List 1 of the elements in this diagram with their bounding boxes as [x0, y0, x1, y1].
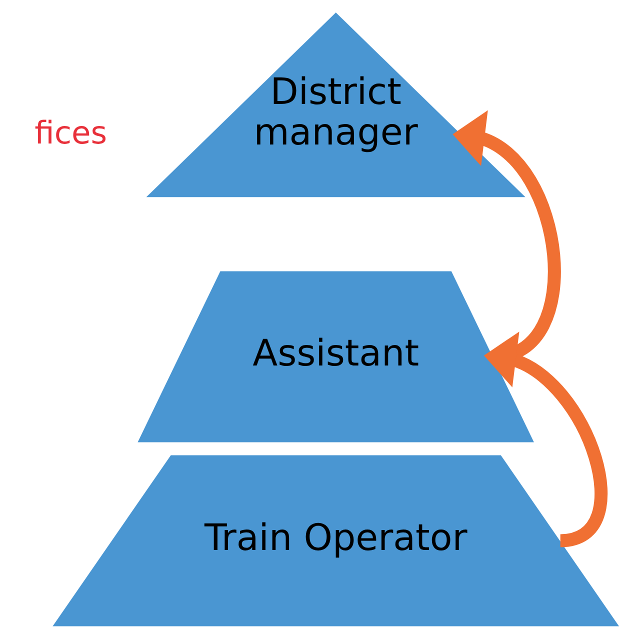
label: fices: [34, 116, 108, 152]
